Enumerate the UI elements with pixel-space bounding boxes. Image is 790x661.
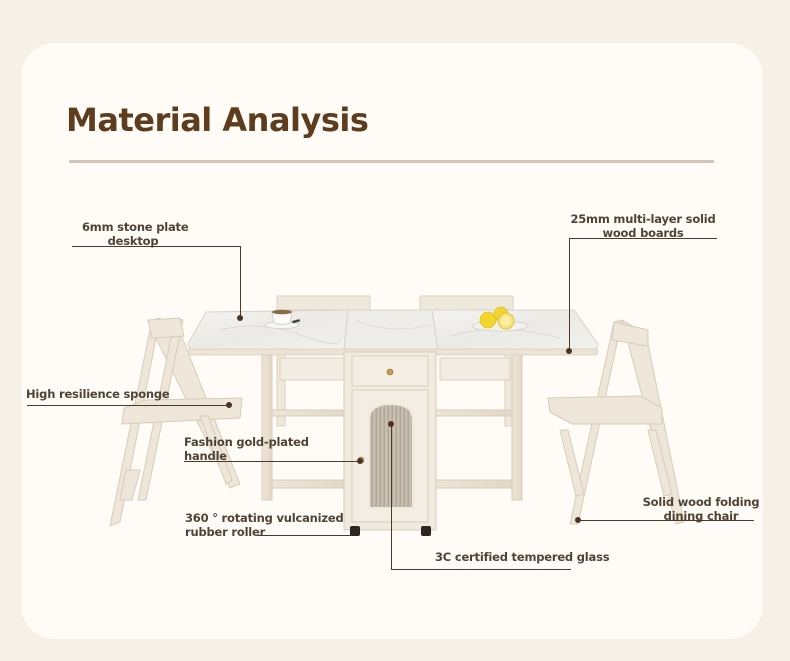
anchor-dot [226, 402, 232, 408]
callout-line1: 25mm multi-layer solid [570, 212, 716, 226]
leader-line [72, 246, 241, 247]
storage-cabinet [343, 351, 437, 536]
callout-handle: Fashion gold-plated handle [184, 435, 309, 463]
plate-of-lemons [471, 306, 529, 332]
leader-line [240, 246, 241, 318]
anchor-dot [388, 421, 394, 427]
callout-sponge: High resilience sponge [26, 387, 170, 401]
callout-line2: rubber roller [185, 525, 266, 539]
leader-line [391, 569, 571, 570]
callout-line1: High resilience sponge [26, 387, 170, 401]
callout-line2: dining chair [663, 509, 739, 523]
anchor-dot [575, 517, 581, 523]
callout-stone-desktop: 6mm stone plate desktop [82, 220, 189, 248]
anchor-dot [357, 458, 363, 464]
callout-line2: desktop [107, 234, 159, 248]
leader-line [391, 424, 392, 570]
callout-line1: 3C certified tempered glass [435, 550, 610, 564]
callout-line2: handle [184, 449, 227, 463]
coffee-cup [264, 309, 301, 329]
callout-line1: 360 ° rotating vulcanized [185, 511, 344, 525]
leader-line [569, 238, 717, 239]
leader-line [578, 520, 754, 521]
folding-chair-right [547, 318, 685, 525]
callout-glass: 3C certified tempered glass [435, 550, 610, 564]
callout-line2: wood boards [602, 226, 684, 240]
stone-tabletop [187, 309, 599, 356]
callout-line1: Fashion gold-plated [184, 435, 309, 449]
leader-line [569, 238, 570, 350]
anchor-dot [566, 348, 572, 354]
leader-line [184, 461, 360, 462]
callout-line1: 6mm stone plate [82, 220, 189, 234]
title-divider [69, 160, 714, 163]
callout-wood-boards: 25mm multi-layer solid wood boards [570, 212, 716, 240]
callout-roller: 360 ° rotating vulcanized rubber roller [185, 511, 344, 539]
page-title: Material Analysis [66, 101, 369, 139]
callout-line1: Solid wood folding [642, 495, 760, 509]
leader-line [258, 535, 352, 536]
leader-line [27, 405, 229, 406]
anchor-dot [237, 315, 243, 321]
callout-chair: Solid wood folding dining chair [642, 495, 760, 523]
